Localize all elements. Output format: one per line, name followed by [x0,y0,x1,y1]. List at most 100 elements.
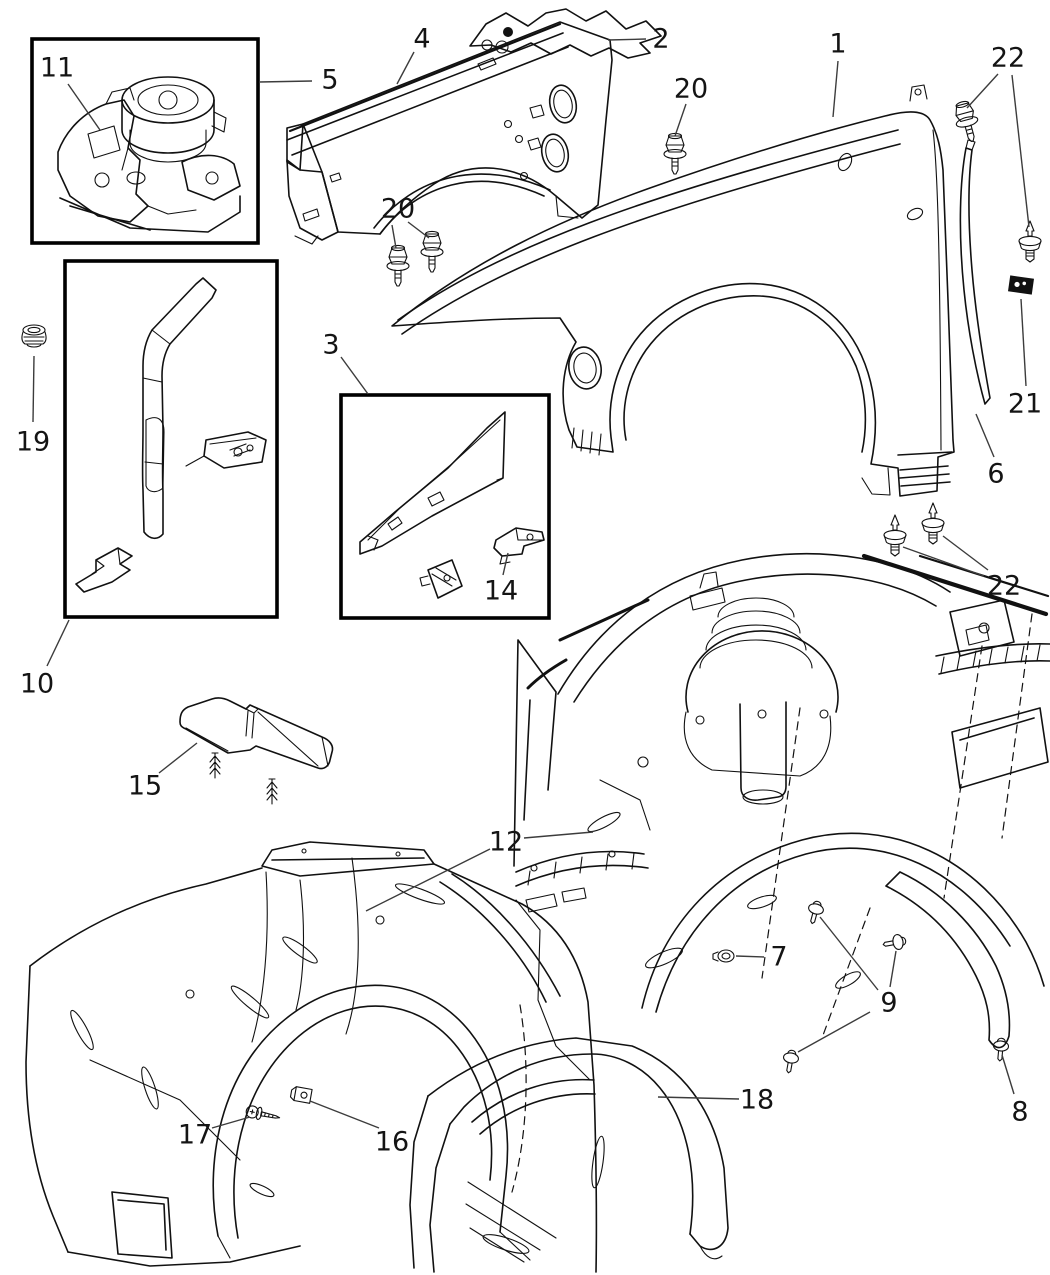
callout-label: 10 [20,669,54,700]
part-foam-seal-drawing [179,697,334,770]
callout-7: 7 [735,942,788,973]
callout-label: 18 [740,1085,774,1116]
callout-label: 1 [829,29,846,60]
callout-12: 12 [365,827,594,912]
callout-label: 9 [880,988,897,1019]
callout-9-leader-line [889,950,897,988]
callout-2: 2 [607,24,670,55]
hex-bolt-icon [950,98,984,145]
callout-22a-leader-line [966,73,999,109]
inset-box-part-10 [63,259,279,619]
callout-19-leader-line [32,355,35,423]
callout-16: 16 [309,1100,409,1158]
callout-11-leader-line [67,83,101,131]
callout-8-leader-line [1001,1054,1015,1095]
callout-22a: 22 [966,43,1030,228]
callout-8: 8 [1001,1054,1029,1128]
callout-17-leader-line [211,1116,251,1129]
part-splash-shield-left-drawing [25,841,598,1273]
callout-label: 17 [178,1120,212,1151]
callout-7-leader-line [735,955,765,958]
callout-20a-leader-line [674,103,687,137]
callout-label: 22 [991,43,1025,74]
hex-bolt-icon [663,132,687,175]
callout-label: 8 [1011,1097,1028,1128]
fir-pin-icon [266,778,278,805]
callout-label: 6 [987,459,1004,490]
callout-label: 21 [1008,389,1042,420]
callout-16-leader-line [309,1100,380,1129]
callout-22b-leader-line [942,535,989,571]
callout-12-leader-line [523,831,594,839]
callout-5-leader-line [258,80,313,83]
push-pin-icon [883,514,907,557]
hex-bolt-icon [386,244,410,287]
callout-20b: 20 [381,194,430,249]
callout-5: 5 [258,65,339,96]
callout-3: 3 [322,330,369,395]
callout-19: 19 [16,355,50,458]
callout-14-leader-line [502,552,509,576]
part-drain-tube-inset-drawing [75,277,267,593]
barrel-clip-icon [712,949,735,963]
callout-3-leader-line [340,356,369,395]
inset-box-part-11 [30,37,260,245]
push-pin-icon [921,502,945,545]
part-fender-drawing [391,84,955,497]
callout-label: 5 [321,65,338,96]
inset-box-part-3 [339,393,551,620]
screw-icon [244,1104,282,1125]
pin-washer-icon [780,1048,801,1075]
callout-label: 20 [381,194,415,225]
callout-21-leader-line [1020,298,1027,387]
part-fender-moulding-drawing [959,139,991,405]
callout-label: 4 [413,24,430,55]
callout-label: 11 [40,53,74,84]
part-engine-bay-wheelhouse-drawing [513,552,1050,1081]
callout-18: 18 [657,1085,774,1116]
callout-10: 10 [20,619,70,700]
callout-11: 11 [40,53,101,131]
callout-1-leader-line [832,60,839,118]
part-strut-tower-inset-drawing [57,76,241,233]
callout-20b-leader-line [407,221,430,239]
callout-22b-leader-line [902,546,985,577]
callout-10-leader-line [46,619,70,667]
callout-12-leader-line [365,848,491,912]
callout-21: 21 [1008,298,1042,420]
callout-20a: 20 [674,74,708,137]
pin-washer-icon [804,899,826,926]
fir-pin-icon [209,752,221,779]
callout-label: 2 [652,24,669,55]
part-fender-apron-drawing [286,8,662,245]
callout-label: 7 [770,942,787,973]
callout-17: 17 [178,1116,251,1151]
callout-9: 9 [797,916,898,1053]
hex-bolt-icon [420,230,444,273]
square-clip-icon [289,1085,313,1104]
callout-22a-leader-line [1011,74,1030,228]
callout-label: 3 [322,330,339,361]
callout-label: 12 [489,827,523,858]
callout-15: 15 [128,742,198,802]
callout-9-leader-line [797,1011,871,1053]
callout-label: 22 [987,571,1021,602]
callout-label: 19 [16,427,50,458]
callout-1: 1 [829,29,847,118]
callout-14: 14 [484,552,518,607]
part-splash-shield-center-drawing [409,1037,729,1273]
pin-washer-icon [881,932,908,953]
black-clip-icon [1008,275,1034,295]
callout-2-leader-line [607,38,647,41]
push-pin-icon [1018,220,1042,263]
callout-label: 16 [375,1127,409,1158]
callout-6-leader-line [975,413,995,458]
callout-label: 15 [128,771,162,802]
callout-6: 6 [975,413,1005,490]
callout-18-leader-line [657,1096,740,1100]
callout-label: 14 [484,576,518,607]
callout-label: 20 [674,74,708,105]
callout-15-leader-line [158,742,198,774]
